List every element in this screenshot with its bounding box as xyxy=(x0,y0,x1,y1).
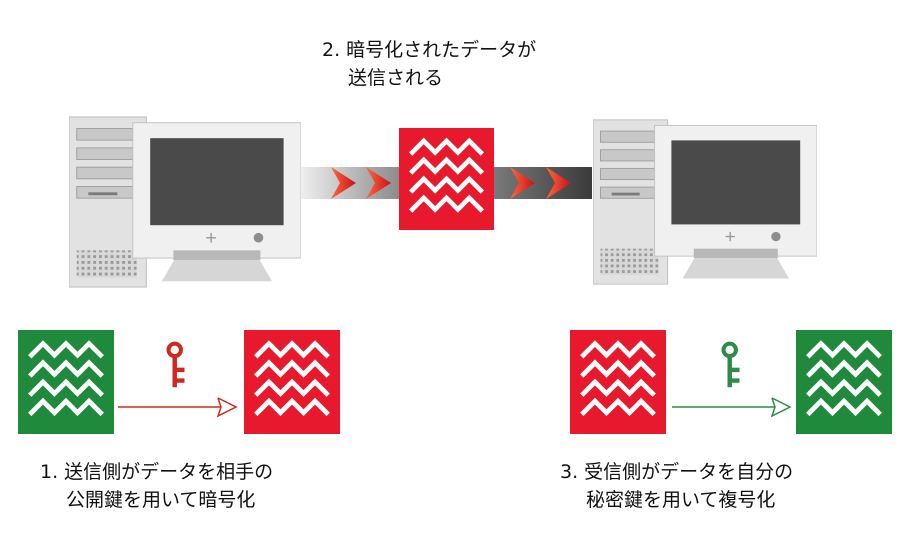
arrow-right-icon xyxy=(331,167,356,199)
decrypt-caption: 3. 受信側がデータを自分の 秘密鍵を用いて複号化 xyxy=(560,458,793,514)
encrypted-packet-document-icon xyxy=(399,128,494,230)
plain-data-document-icon xyxy=(18,330,114,434)
arrow-right-icon xyxy=(510,167,535,199)
encrypt-arrow-icon xyxy=(118,397,238,418)
public-key-icon xyxy=(169,344,185,388)
transmit-caption-line1: 2. 暗号化されたデータが xyxy=(322,39,537,61)
received-encrypted-document-icon xyxy=(570,330,666,434)
decrypt-caption-line2: 秘密鍵を用いて複号化 xyxy=(586,489,776,511)
transmit-caption-line2: 送信される xyxy=(348,67,444,89)
receiver-computer-icon xyxy=(593,119,817,285)
encrypt-caption-line2: 公開鍵を用いて暗号化 xyxy=(66,489,256,511)
transmit-caption: 2. 暗号化されたデータが 送信される xyxy=(322,36,536,92)
decrypted-data-document-icon xyxy=(796,330,892,434)
decrypt-caption-line1: 3. 受信側がデータを自分の xyxy=(560,461,794,483)
channel-right xyxy=(494,167,592,199)
sender-computer-icon xyxy=(69,116,301,288)
encrypted-data-document-icon xyxy=(244,330,340,434)
private-key-icon xyxy=(724,344,740,388)
arrow-right-icon xyxy=(546,167,571,199)
decrypt-arrow-icon xyxy=(672,397,792,418)
encrypt-caption-line1: 1. 送信側がデータを相手の xyxy=(40,461,274,483)
arrow-right-icon xyxy=(366,167,391,199)
encrypt-caption: 1. 送信側がデータを相手の 公開鍵を用いて暗号化 xyxy=(40,458,273,514)
